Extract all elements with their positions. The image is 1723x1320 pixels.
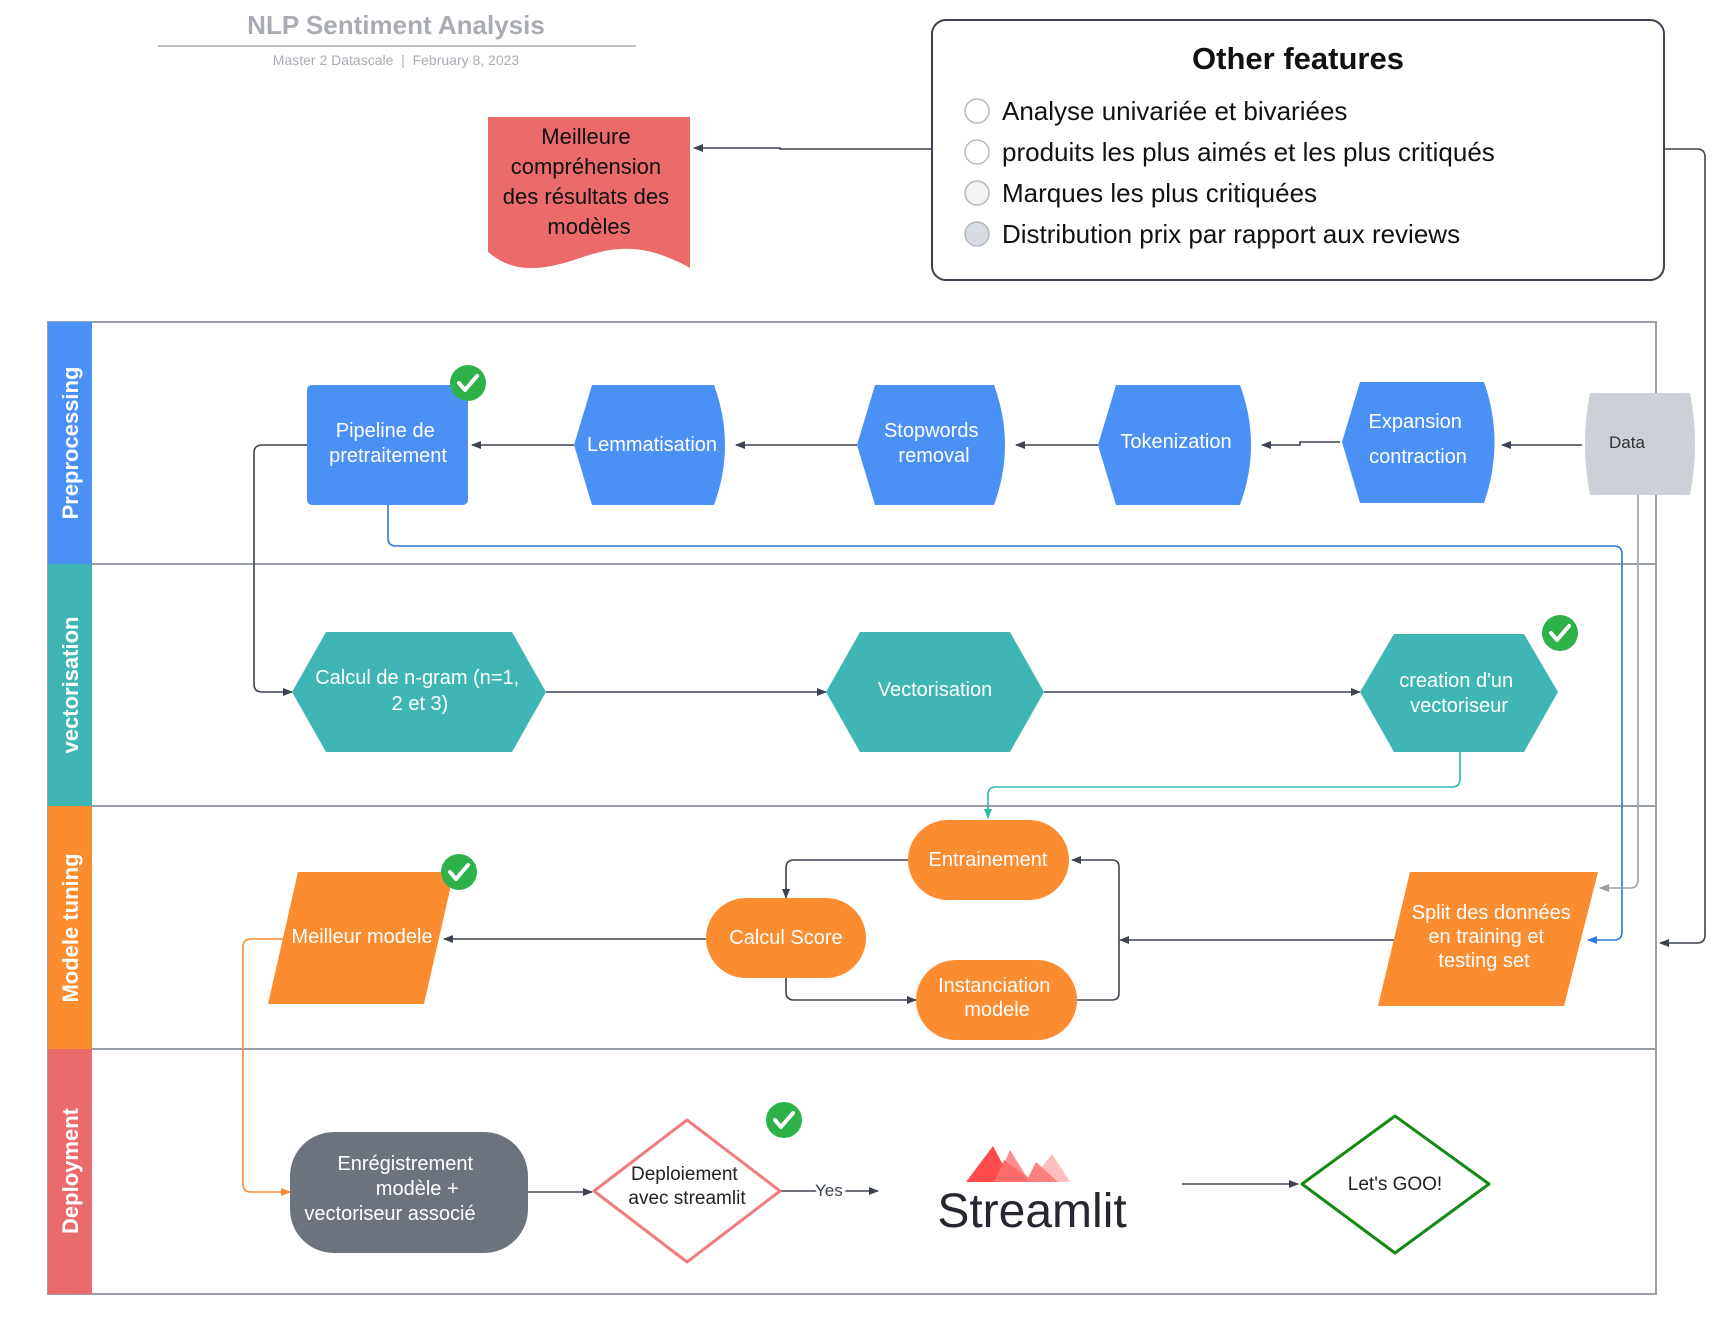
- svg-text:Instanciation modele: Instanciation modele: [938, 975, 1056, 1021]
- insight-document-node[interactable]: Meilleure compréhension des résultats de…: [488, 117, 690, 269]
- feature-label: Distribution prix par rapport aux review…: [1002, 219, 1460, 249]
- feature-item[interactable]: Distribution prix par rapport aux review…: [964, 219, 1460, 249]
- streamlit-logo: Streamlit: [937, 1146, 1127, 1238]
- yes-label: Yes: [815, 1181, 843, 1200]
- node-label: en training et: [1428, 926, 1544, 948]
- node-label: 2 et 3): [392, 693, 449, 715]
- check-icon: [450, 365, 486, 401]
- feature-item[interactable]: Marques les plus critiquées: [964, 178, 1317, 208]
- vectoriseur-node[interactable]: creation d'un vectoriseur: [1360, 615, 1578, 752]
- enregistrement-node[interactable]: Enrégistrement modèle + vectoriseur asso…: [290, 1132, 528, 1253]
- node-label: avec streamlit: [628, 1188, 746, 1209]
- svg-text:Meilleure compréhension: Meilleure compréhension des résultats de…: [503, 124, 675, 239]
- page-title: NLP Sentiment Analysis: [247, 10, 545, 40]
- pipeline-node[interactable]: Pipeline de pretraitement: [307, 365, 486, 505]
- meilleur-modele-node[interactable]: Meilleur modele: [268, 854, 477, 1004]
- svg-text:Split des données en tra: Split des données en training et testing…: [1412, 902, 1577, 972]
- lane-label: Modele tuning: [58, 853, 83, 1002]
- data-label: Data: [1609, 433, 1645, 452]
- tokenization-node[interactable]: Tokenization: [1098, 385, 1251, 505]
- node-label: removal: [898, 445, 969, 467]
- node-label: contraction: [1369, 446, 1467, 468]
- svg-text:Pipeline de pretraitemen: Pipeline de pretraitement: [329, 420, 447, 467]
- ngram-node[interactable]: Calcul de n-gram (n=1, 2 et 3): [292, 632, 546, 752]
- node-label: creation d'un: [1399, 670, 1513, 692]
- lane-label: Preprocessing: [58, 367, 83, 520]
- deploiement-node[interactable]: Deploiement avec streamlit: [592, 1102, 802, 1264]
- node-label: Instanciation: [938, 975, 1050, 997]
- header: NLP Sentiment Analysis Master 2 Datascal…: [158, 10, 636, 68]
- lane-modele-tuning: Modele tuning: [48, 806, 92, 1049]
- feature-label: Marques les plus critiquées: [1002, 178, 1317, 208]
- node-label: modèle +: [376, 1178, 459, 1200]
- svg-text:Enrégistrement modèle +: Enrégistrement modèle + vectoriseur asso…: [304, 1153, 478, 1225]
- streamlit-wordmark: Streamlit: [937, 1185, 1126, 1238]
- radio-circle-icon[interactable]: [964, 139, 990, 165]
- svg-text:Deploiement avec streaml: Deploiement avec streamlit: [628, 1164, 746, 1209]
- feature-item[interactable]: produits les plus aimés et les plus crit…: [964, 137, 1495, 167]
- expansion-contraction-node[interactable]: Expansion contraction: [1342, 382, 1495, 503]
- node-label: Pipeline de: [336, 420, 435, 442]
- insight-line: des résultats des: [503, 184, 669, 209]
- node-label: Stopwords: [884, 420, 979, 442]
- lane-label: vectorisation: [58, 617, 83, 754]
- entrainement-node[interactable]: Entrainement: [908, 820, 1069, 900]
- node-label: vectoriseur: [1410, 695, 1508, 717]
- node-label: Tokenization: [1120, 431, 1231, 453]
- insight-line: compréhension: [511, 154, 661, 179]
- lane-vectorisation: vectorisation: [48, 564, 92, 806]
- radio-circle-icon[interactable]: [964, 98, 990, 124]
- node-label: Deploiement: [631, 1164, 738, 1185]
- check-icon: [441, 854, 477, 890]
- node-label: Calcul Score: [729, 927, 842, 949]
- streamlit-crown-icon: [966, 1146, 1070, 1182]
- node-label: Split des données: [1412, 902, 1571, 924]
- stopwords-removal-node[interactable]: Stopwords removal: [857, 385, 1005, 505]
- insight-line: Meilleure: [541, 124, 630, 149]
- vectorisation-node[interactable]: Vectorisation: [826, 632, 1044, 752]
- lane-preprocessing: Preprocessing: [48, 322, 92, 564]
- feature-label: Analyse univariée et bivariées: [1002, 96, 1347, 126]
- swimlanes: Preprocessing vectorisation Modele tunin…: [47, 321, 1657, 1295]
- other-features-title: Other features: [1192, 41, 1404, 76]
- lets-goo-node[interactable]: Let's GOO!: [1300, 1114, 1491, 1255]
- other-features-panel: Other features Analyse univariée et biva…: [931, 19, 1665, 281]
- node-label: Expansion: [1369, 411, 1462, 433]
- svg-text:creation d'un vectoriseu: creation d'un vectoriseur: [1399, 670, 1518, 717]
- lane-deployment: Deployment: [48, 1049, 92, 1294]
- connectors: [242, 144, 1706, 1196]
- split-node[interactable]: Split des données en training et testing…: [1378, 872, 1598, 1006]
- feature-item[interactable]: Analyse univariée et bivariées: [964, 96, 1347, 126]
- svg-text:Expansion contraction: Expansion contraction: [1369, 411, 1468, 468]
- radio-circle-icon[interactable]: [964, 180, 990, 206]
- insight-line: modèles: [547, 214, 630, 239]
- node-label: Enrégistrement: [337, 1153, 473, 1175]
- node-label: Lemmatisation: [587, 434, 717, 456]
- svg-text:Stopwords removal: Stopwords removal: [884, 420, 984, 467]
- data-node[interactable]: Data: [1585, 393, 1695, 495]
- calcul-score-node[interactable]: Calcul Score: [706, 898, 866, 978]
- lemmatisation-node[interactable]: Lemmatisation: [574, 385, 725, 505]
- node-label: Entrainement: [929, 849, 1048, 871]
- check-icon: [1542, 615, 1578, 651]
- node-label: testing set: [1438, 950, 1530, 972]
- instanciation-node[interactable]: Instanciation modele: [916, 960, 1077, 1040]
- node-label: modele: [964, 999, 1030, 1021]
- node-label: Vectorisation: [878, 679, 993, 701]
- node-label: pretraitement: [329, 445, 447, 467]
- lane-label: Deployment: [58, 1107, 83, 1234]
- page-subtitle: Master 2 Datascale | February 8, 2023: [273, 52, 520, 68]
- feature-label: produits les plus aimés et les plus crit…: [1002, 137, 1495, 167]
- node-label: vectoriseur associé: [304, 1203, 475, 1225]
- radio-circle-icon[interactable]: [964, 221, 990, 247]
- node-label: Meilleur modele: [291, 926, 432, 948]
- check-icon: [766, 1102, 802, 1138]
- node-label: Calcul de n-gram (n=1,: [315, 667, 519, 689]
- node-label: Let's GOO!: [1348, 1174, 1442, 1195]
- svg-text:Calcul de n-gram (n=1, 2: Calcul de n-gram (n=1, 2 et 3): [315, 667, 525, 715]
